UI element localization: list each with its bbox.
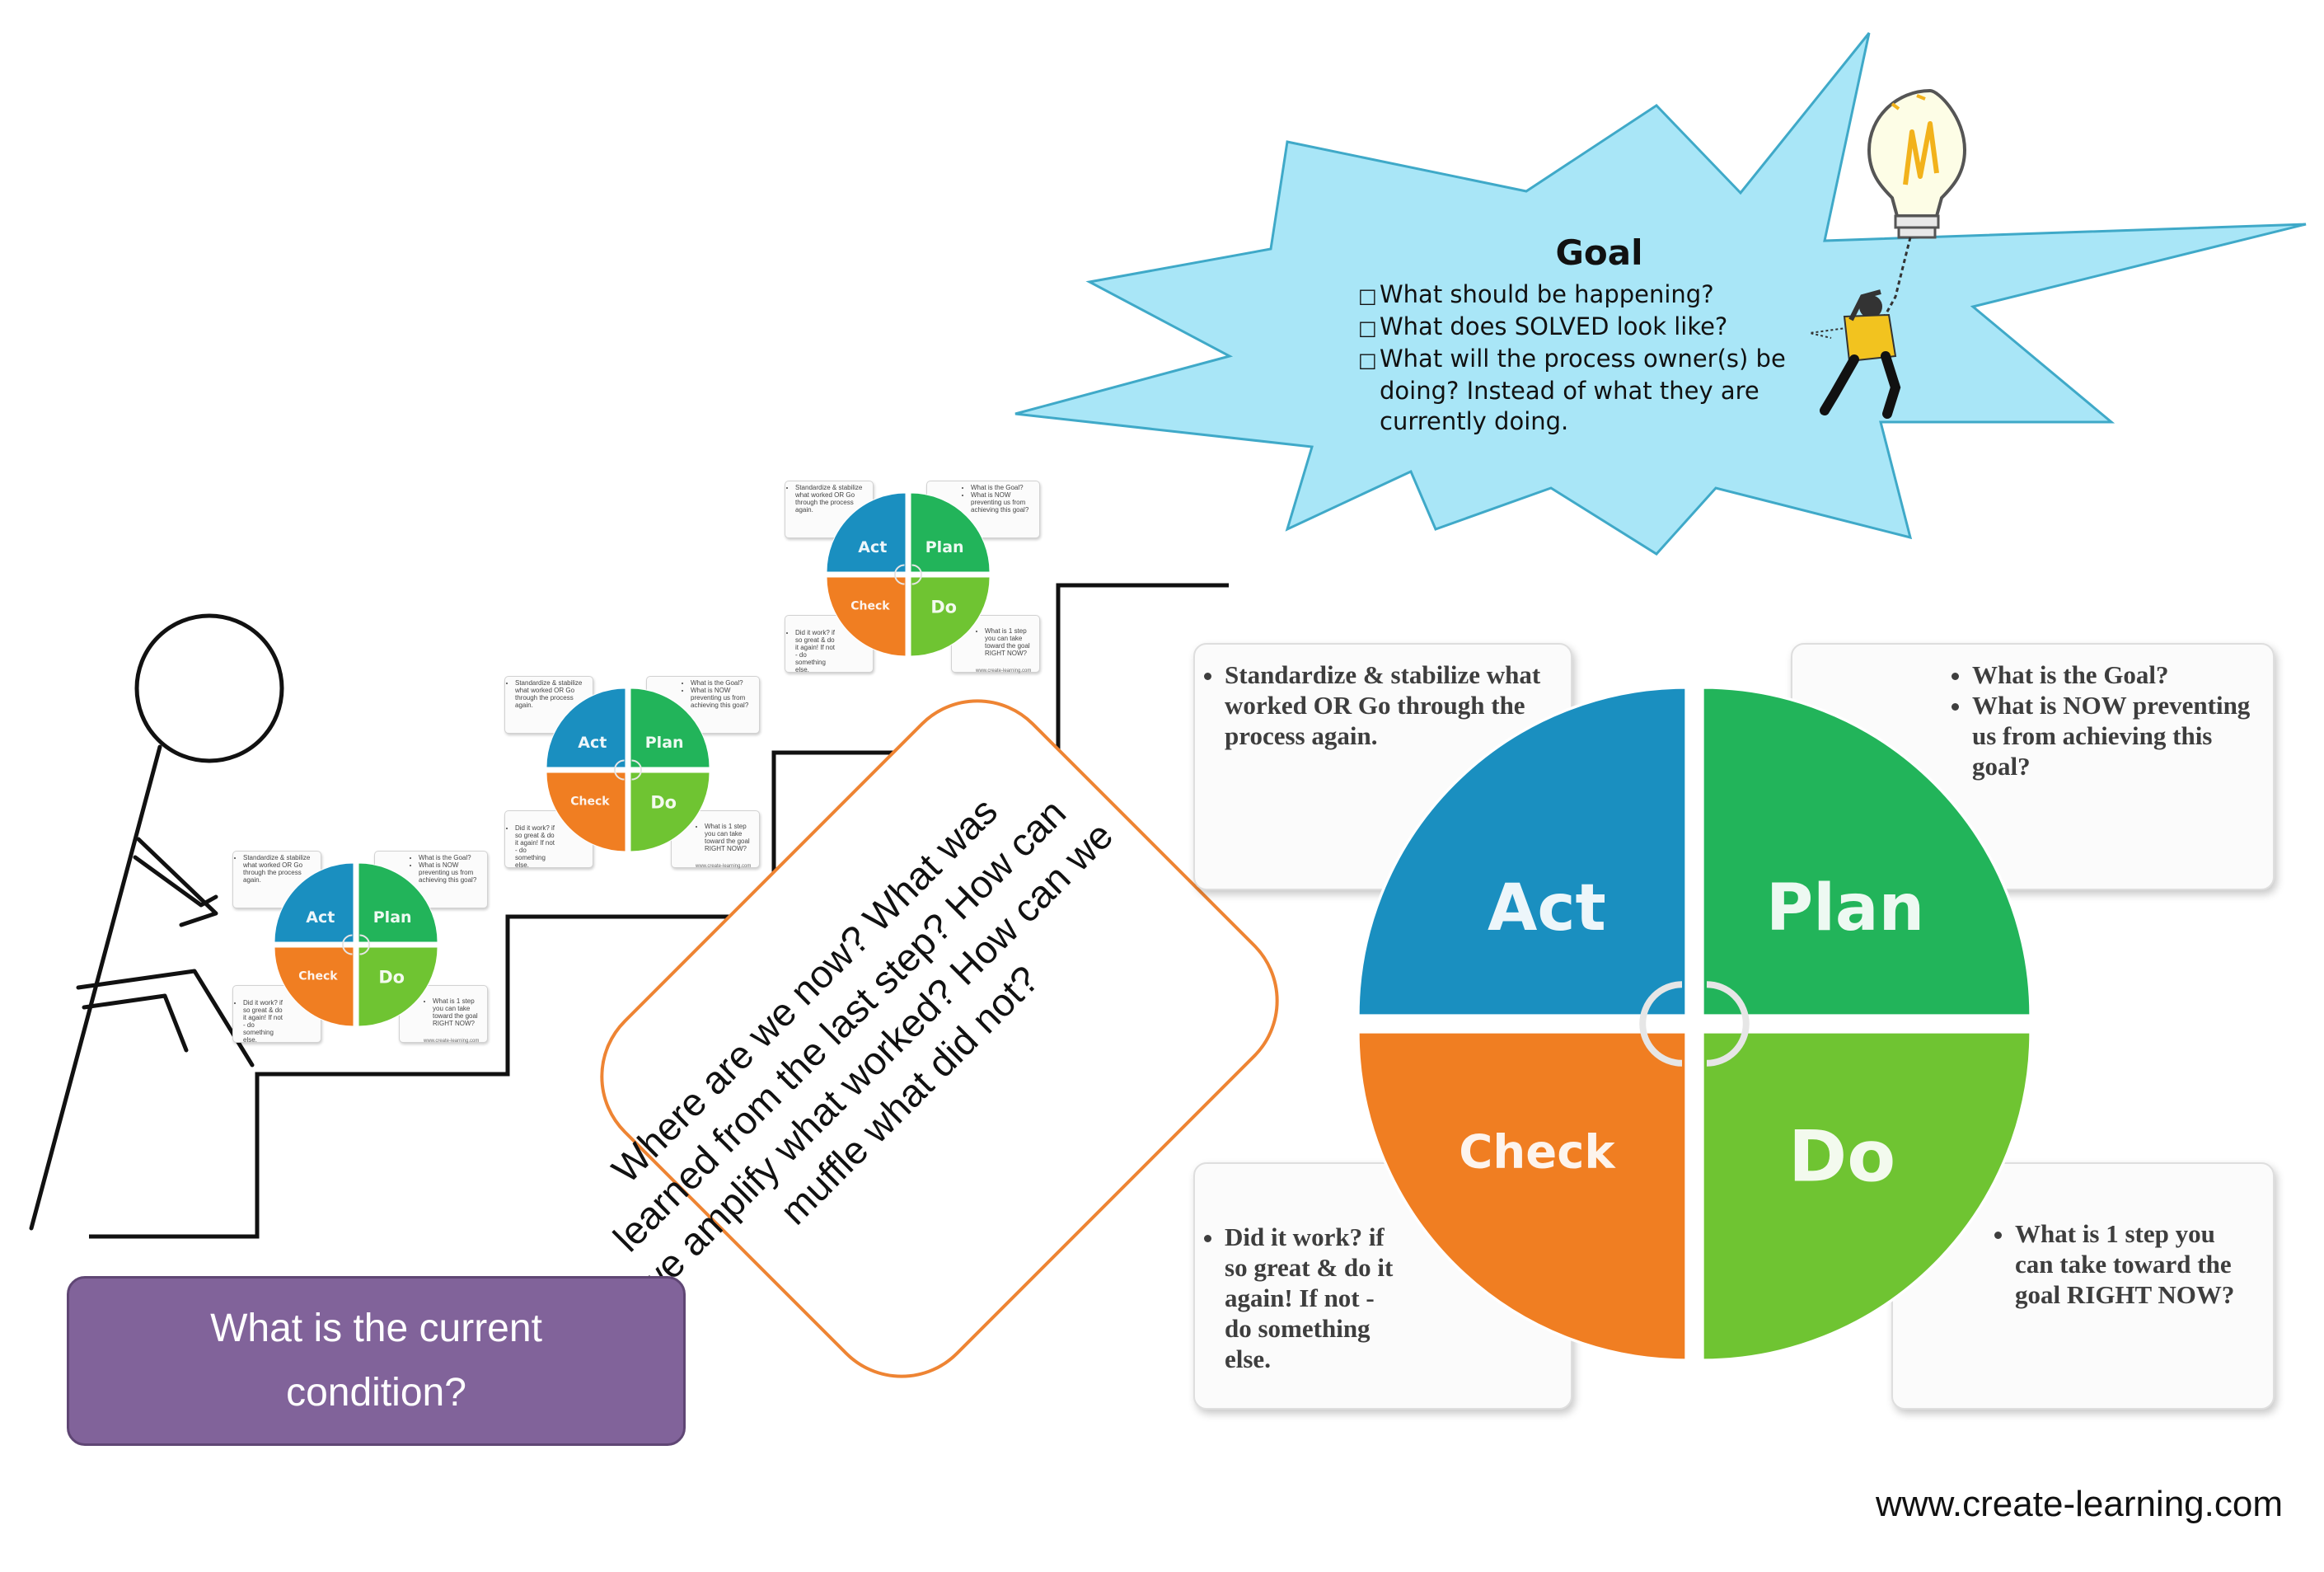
quadrant-label-do: Do xyxy=(378,967,405,987)
lightbulb-icon xyxy=(1867,88,1967,239)
quadrant-check xyxy=(1356,1030,1688,1362)
mini-pdca-1: Standardize & stabilize what worked OR G… xyxy=(232,851,488,1049)
goal-item: What does SOLVED look like? xyxy=(1358,312,1840,344)
quadrant-label-plan: Plan xyxy=(925,538,964,556)
quadrant-check xyxy=(274,946,354,1027)
quadrant-act xyxy=(826,492,907,573)
note-plan-text: What is the Goal? xyxy=(1972,659,2265,690)
cycle-arrows-icon xyxy=(342,934,370,955)
quadrant-label-act: Act xyxy=(1488,871,1606,946)
quadrant-plan xyxy=(910,492,991,573)
mini-url: www.create-learning.com xyxy=(424,1039,480,1044)
mini-url: www.create-learning.com xyxy=(976,669,1032,673)
cycle-arrows-icon xyxy=(1639,981,1750,1067)
footer-url: www.create-learning.com xyxy=(1876,1484,2283,1524)
mini-pdca-3: Standardize & stabilize what worked OR G… xyxy=(785,481,1040,678)
quadrant-do xyxy=(358,946,438,1027)
goal-title: Goal xyxy=(1555,232,1643,273)
current-condition-box: What is the current condition? xyxy=(67,1276,686,1446)
stairs-line xyxy=(89,583,1229,1239)
note-plan-text: What is NOW preventing us from achieving… xyxy=(1972,690,2265,781)
quadrant-label-act: Act xyxy=(578,734,607,752)
quadrant-do xyxy=(1701,1030,2032,1362)
question-callout-box xyxy=(600,699,1279,1378)
quadrant-label-plan: Plan xyxy=(645,734,684,752)
goal-item: What should be happening? xyxy=(1358,279,1840,312)
quadrant-label-check: Check xyxy=(1459,1125,1616,1179)
quadrant-label-do: Do xyxy=(1788,1116,1895,1199)
quadrant-label-plan: Plan xyxy=(373,908,412,927)
quadrant-label-check: Check xyxy=(570,795,610,808)
goal-panel: Goal What should be happening? What does… xyxy=(1358,232,1840,437)
climbing-person-icon xyxy=(1809,237,1912,419)
note-do-text: What is 1 step you can take toward the g… xyxy=(2015,1218,2258,1310)
quadrant-act xyxy=(1356,686,1688,1017)
quadrant-plan xyxy=(1701,686,2032,1017)
quadrant-label-act: Act xyxy=(858,538,887,556)
quadrant-label-check: Check xyxy=(850,599,890,612)
quadrant-label-plan: Plan xyxy=(1766,871,1924,946)
quadrant-plan xyxy=(358,862,438,943)
quadrant-do xyxy=(910,576,991,657)
quadrant-act xyxy=(274,862,354,943)
pdca-diagram: Standardize & stabilize what worked OR G… xyxy=(1193,643,2275,1410)
quadrant-label-check: Check xyxy=(298,969,338,983)
mini-pdca-2: Standardize & stabilize what worked OR G… xyxy=(504,676,760,874)
goal-list: What should be happening? What does SOLV… xyxy=(1358,279,1840,437)
note-check-text: Did it work? if so great & do it again! … xyxy=(1225,1222,1406,1374)
quadrant-act xyxy=(546,687,626,768)
mini-url: www.create-learning.com xyxy=(696,864,752,869)
stick-figure-icon xyxy=(29,613,284,1231)
quadrant-label-do: Do xyxy=(650,792,677,812)
note-act-text: Standardize & stabilize what worked OR G… xyxy=(1225,659,1556,751)
quadrant-do xyxy=(630,772,710,852)
quadrant-label-act: Act xyxy=(306,908,335,927)
quadrant-plan xyxy=(630,687,710,768)
quadrant-check xyxy=(546,772,626,852)
quadrant-check xyxy=(826,576,907,657)
quadrant-label-do: Do xyxy=(930,597,957,617)
goal-item: What will the process owner(s) be doing?… xyxy=(1358,344,1840,437)
cycle-arrows-icon xyxy=(894,564,922,585)
cycle-arrows-icon xyxy=(614,759,642,781)
